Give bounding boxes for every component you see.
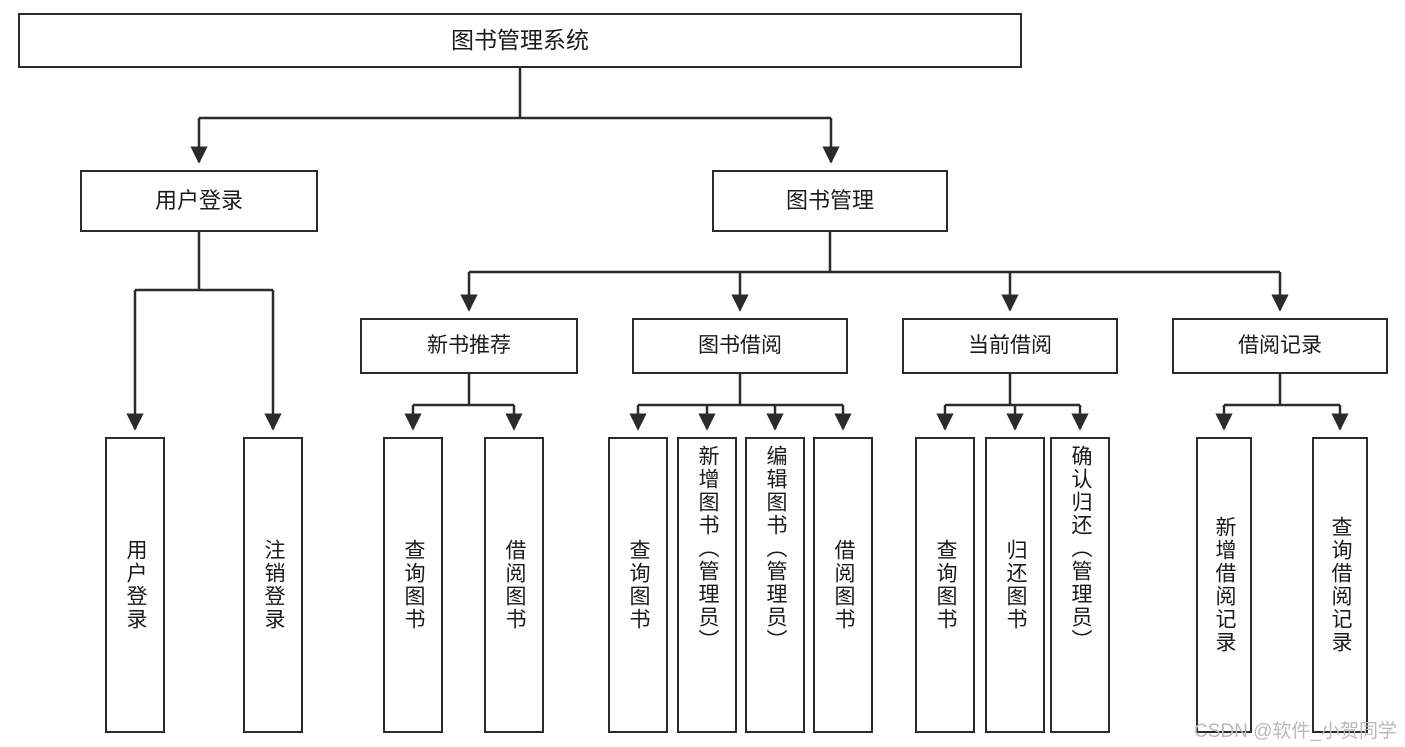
leaf-user-login-label: 用户登录 xyxy=(124,539,148,631)
node-book-borrow-label: 图书借阅 xyxy=(698,334,782,358)
leaf-user-login[interactable]: 用户登录 xyxy=(105,437,165,733)
leaf-query-book-2[interactable]: 查询图书 xyxy=(608,437,668,733)
leaf-borrow-book-2[interactable]: 借阅图书 xyxy=(813,437,873,733)
leaf-query-book-2-label: 查询图书 xyxy=(627,539,651,631)
leaf-logout-login[interactable]: 注销登录 xyxy=(243,437,303,733)
node-new-book-recommend[interactable]: 新书推荐 xyxy=(360,318,578,374)
leaf-logout-login-label: 注销登录 xyxy=(262,539,286,631)
leaf-query-book-1-label: 查询图书 xyxy=(402,539,426,631)
leaf-query-book-1[interactable]: 查询图书 xyxy=(383,437,443,733)
leaf-borrow-book-2-label: 借阅图书 xyxy=(832,539,856,631)
leaf-query-book-3[interactable]: 查询图书 xyxy=(915,437,975,733)
node-root-label: 图书管理系统 xyxy=(451,26,589,53)
node-user-login-label: 用户登录 xyxy=(154,187,243,213)
node-current-borrow-label: 当前借阅 xyxy=(968,334,1052,358)
leaf-borrow-book-1-label: 借阅图书 xyxy=(503,539,527,631)
leaf-borrow-book-1[interactable]: 借阅图书 xyxy=(484,437,544,733)
leaf-add-record-label: 新增借阅记录 xyxy=(1213,516,1237,654)
node-borrow-record[interactable]: 借阅记录 xyxy=(1172,318,1388,374)
leaf-edit-book[interactable]: 编辑图书（管理员） xyxy=(745,437,805,733)
leaf-query-record-label: 查询借阅记录 xyxy=(1329,516,1353,654)
node-new-book-recommend-label: 新书推荐 xyxy=(427,334,511,358)
node-book-manage[interactable]: 图书管理 xyxy=(712,170,948,232)
leaf-add-book-label: 新增图书（管理员） xyxy=(696,445,720,652)
leaf-add-book[interactable]: 新增图书（管理员） xyxy=(677,437,737,733)
node-current-borrow[interactable]: 当前借阅 xyxy=(902,318,1118,374)
node-borrow-record-label: 借阅记录 xyxy=(1238,334,1322,358)
csdn-watermark: CSDN @软件_小贺同学 xyxy=(1194,721,1397,742)
leaf-edit-book-label: 编辑图书（管理员） xyxy=(764,445,788,652)
node-book-manage-label: 图书管理 xyxy=(785,187,874,213)
node-user-login[interactable]: 用户登录 xyxy=(80,170,318,232)
leaf-add-record[interactable]: 新增借阅记录 xyxy=(1196,437,1252,733)
leaf-return-book-label: 归还图书 xyxy=(1004,539,1028,631)
node-root[interactable]: 图书管理系统 xyxy=(18,13,1022,68)
leaf-confirm-return[interactable]: 确认归还（管理员） xyxy=(1050,437,1110,733)
node-book-borrow[interactable]: 图书借阅 xyxy=(632,318,848,374)
leaf-return-book[interactable]: 归还图书 xyxy=(985,437,1045,733)
leaf-query-record[interactable]: 查询借阅记录 xyxy=(1312,437,1368,733)
leaf-confirm-return-label: 确认归还（管理员） xyxy=(1069,445,1093,652)
leaf-query-book-3-label: 查询图书 xyxy=(934,539,958,631)
